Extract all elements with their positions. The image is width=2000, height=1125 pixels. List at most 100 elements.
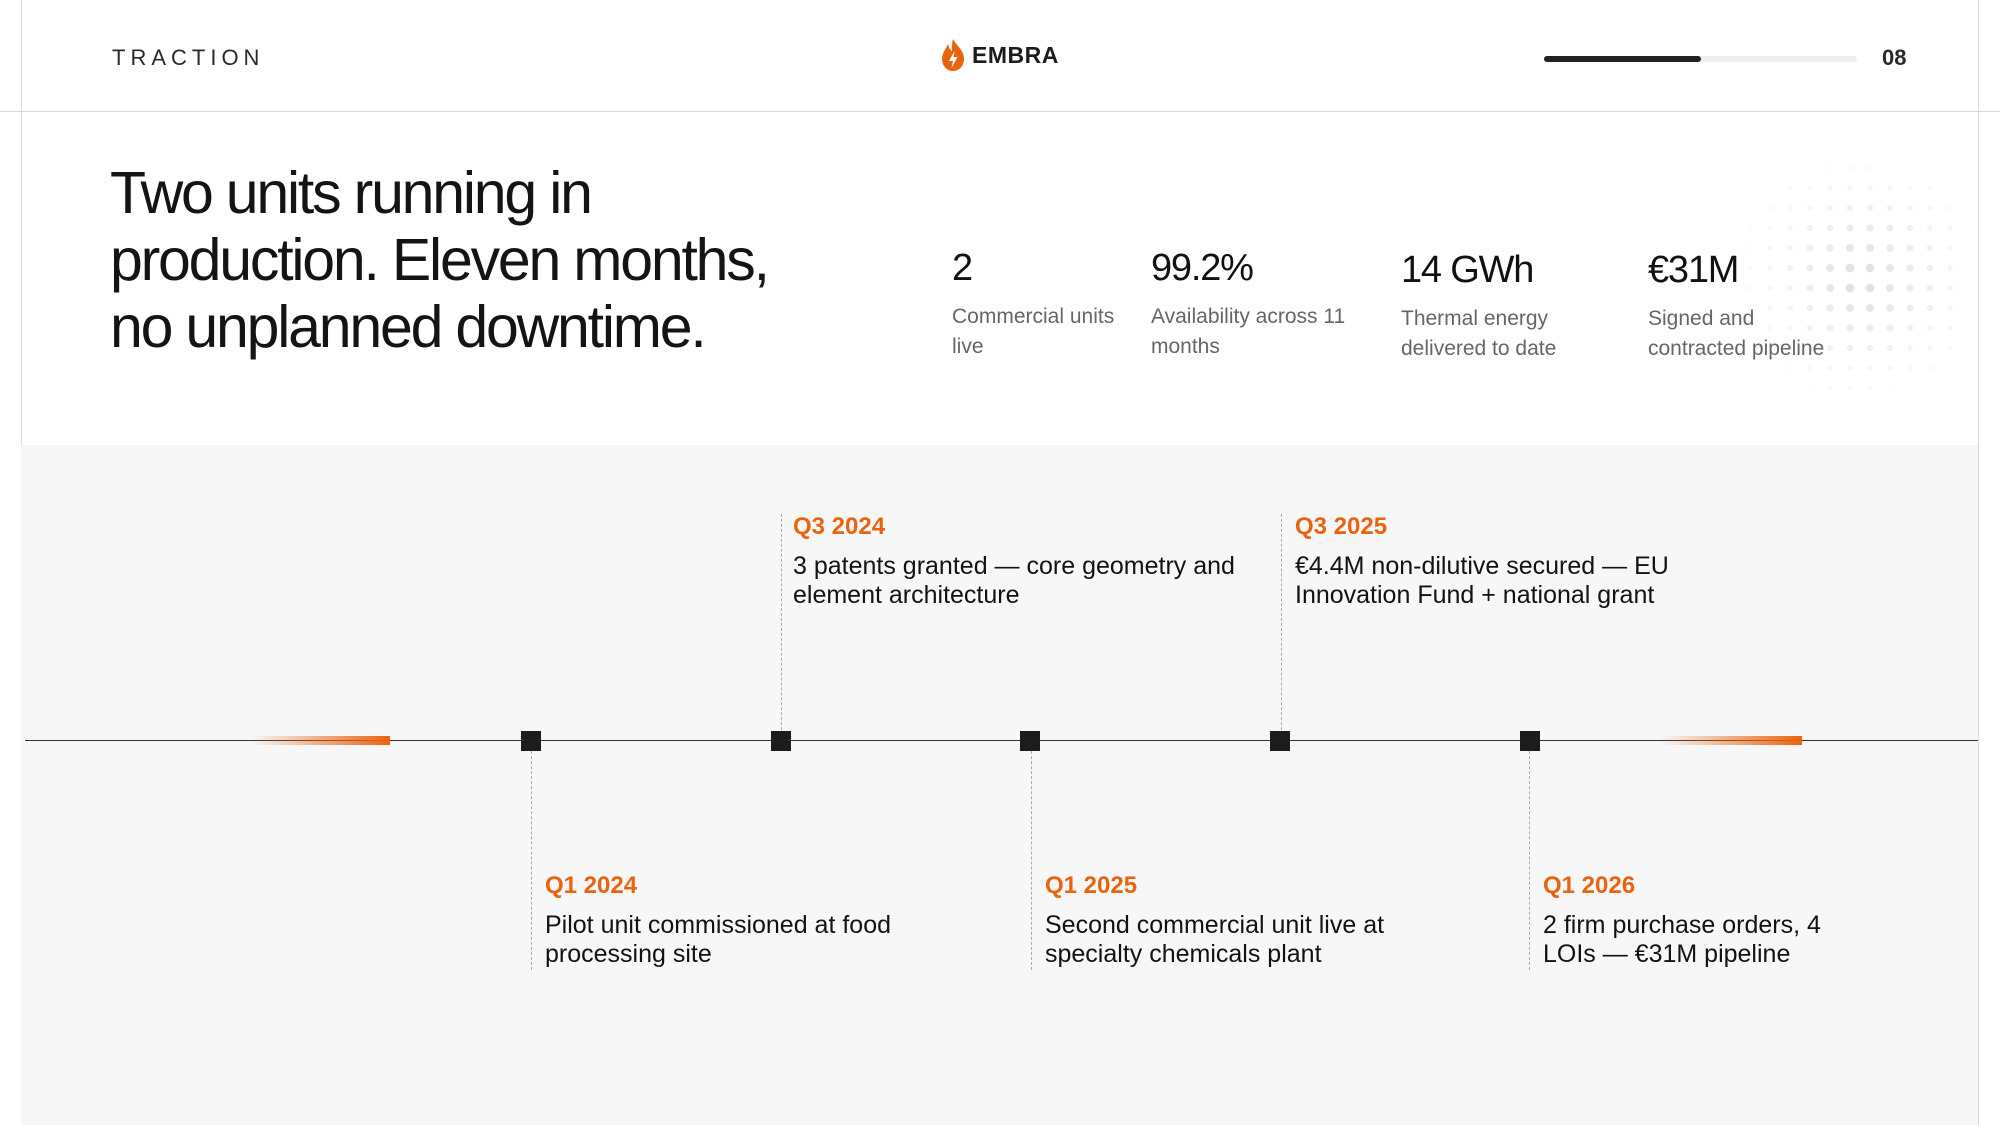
decor-dot <box>1906 264 1914 272</box>
decor-dot <box>1867 365 1873 371</box>
decor-dot <box>1907 365 1913 371</box>
decor-dot <box>1886 324 1894 332</box>
decor-dot <box>1947 345 1953 351</box>
stat-units-live: 2 Commercial units live <box>952 246 1132 362</box>
decor-dot <box>1947 225 1953 231</box>
timeline-event-q3-2025: Q3 2025 €4.4M non-dilutive secured — EU … <box>1295 512 1735 610</box>
decor-dot <box>1927 345 1933 351</box>
decor-dot <box>1847 165 1853 171</box>
decor-dot <box>1865 243 1875 253</box>
decor-dot <box>1787 245 1793 251</box>
timeline-connector <box>1281 514 1282 740</box>
decor-dot <box>1927 185 1933 191</box>
decor-dot <box>1787 225 1793 231</box>
timeline-marker <box>521 731 541 751</box>
decor-dot <box>1867 165 1873 171</box>
decor-dot <box>1747 285 1753 291</box>
decor-dot <box>1907 185 1913 191</box>
decor-dot <box>1865 283 1875 293</box>
brand-name: EMBRA <box>972 41 1059 68</box>
decor-dot <box>1887 165 1893 171</box>
timeline-connector <box>531 741 532 970</box>
decor-dot <box>1827 365 1833 371</box>
timeline-marker <box>1520 731 1540 751</box>
decor-dot <box>1907 345 1913 351</box>
decor-dot <box>1787 205 1793 211</box>
stat-thermal-energy: 14 GWh Thermal energy delivered to date <box>1401 248 1601 364</box>
decor-dot <box>1906 224 1914 232</box>
decor-dot <box>1886 264 1894 272</box>
decor-dot <box>1906 324 1914 332</box>
decor-dot <box>1747 245 1753 251</box>
stat-label: Commercial units live <box>952 305 1115 358</box>
decor-dot <box>1846 224 1854 232</box>
decor-dot <box>1927 205 1933 211</box>
decor-dot <box>1787 345 1793 351</box>
decor-dot <box>1807 185 1813 191</box>
stat-label: Signed and contracted pipeline <box>1648 307 1825 360</box>
decor-dot <box>1807 205 1813 211</box>
decor-dot <box>1887 385 1893 391</box>
decor-dot <box>1767 225 1773 231</box>
decor-dot <box>1827 185 1833 191</box>
decor-dot <box>1906 244 1914 252</box>
timeline-marker <box>1270 731 1290 751</box>
decor-dot <box>1807 385 1813 391</box>
decor-dot <box>1826 264 1834 272</box>
decor-dot <box>1807 365 1813 371</box>
stat-label: Availability across 11 months <box>1151 305 1346 358</box>
decor-dot <box>1886 344 1894 352</box>
decor-dot <box>1767 245 1773 251</box>
decor-dot <box>1747 305 1753 311</box>
decor-dot <box>1787 365 1793 371</box>
decor-dot <box>1827 165 1833 171</box>
decor-dot <box>1767 205 1773 211</box>
decor-dot <box>1806 304 1814 312</box>
decor-dot <box>1827 385 1833 391</box>
decor-dot <box>1845 243 1855 253</box>
timeline-event-q3-2024: Q3 2024 3 patents granted — core geometr… <box>793 512 1273 610</box>
decor-dot <box>1767 345 1773 351</box>
decor-dot <box>1907 205 1913 211</box>
timeline-event-q1-2025: Q1 2025 Second commercial unit live at s… <box>1045 871 1445 969</box>
decor-dot <box>1886 304 1894 312</box>
stat-value: 99.2% <box>1151 247 1254 289</box>
decor-dot <box>1747 225 1753 231</box>
decor-dot <box>1906 304 1914 312</box>
event-description: Second commercial unit live at specialty… <box>1045 911 1385 968</box>
decor-dot <box>1947 285 1953 291</box>
decor-dot <box>1806 264 1814 272</box>
decor-dot <box>1846 324 1854 332</box>
decor-dot <box>1806 324 1814 332</box>
decor-dot <box>1787 305 1793 311</box>
page-headline: Two units running in production. Eleven … <box>110 160 770 360</box>
decor-dot <box>1787 185 1793 191</box>
stat-label: Thermal energy delivered to date <box>1401 307 1557 360</box>
page-number: 08 <box>1882 45 1907 70</box>
decor-dot <box>1865 263 1875 273</box>
decor-dot <box>1947 265 1953 271</box>
decor-dot <box>1947 245 1953 251</box>
decor-dot <box>1926 284 1934 292</box>
decor-dot <box>1767 285 1773 291</box>
timeline-glow-right <box>1660 736 1802 745</box>
decor-dot <box>1846 204 1854 212</box>
event-description: Pilot unit commissioned at food processi… <box>545 911 892 968</box>
deck-progress-fill <box>1544 56 1701 62</box>
timeline-connector <box>1529 741 1530 970</box>
decor-dot <box>1826 344 1834 352</box>
stat-pipeline: €31M Signed and contracted pipeline <box>1648 248 1858 364</box>
decor-dot <box>1886 284 1894 292</box>
header-divider <box>0 111 2000 112</box>
stat-value: €31M <box>1648 249 1739 291</box>
decor-dot <box>1786 284 1794 292</box>
decor-dot <box>1947 325 1953 331</box>
event-date: Q1 2026 <box>1543 872 1636 899</box>
stat-availability: 99.2% Availability across 11 months <box>1151 246 1351 362</box>
decor-dot <box>1866 344 1874 352</box>
decor-dot <box>1866 204 1874 212</box>
decor-dot <box>1866 224 1874 232</box>
decor-dot <box>1807 345 1813 351</box>
decor-dot <box>1847 385 1853 391</box>
timeline-event-q1-2026: Q1 2026 2 firm purchase orders, 4 LOIs —… <box>1543 871 1863 969</box>
